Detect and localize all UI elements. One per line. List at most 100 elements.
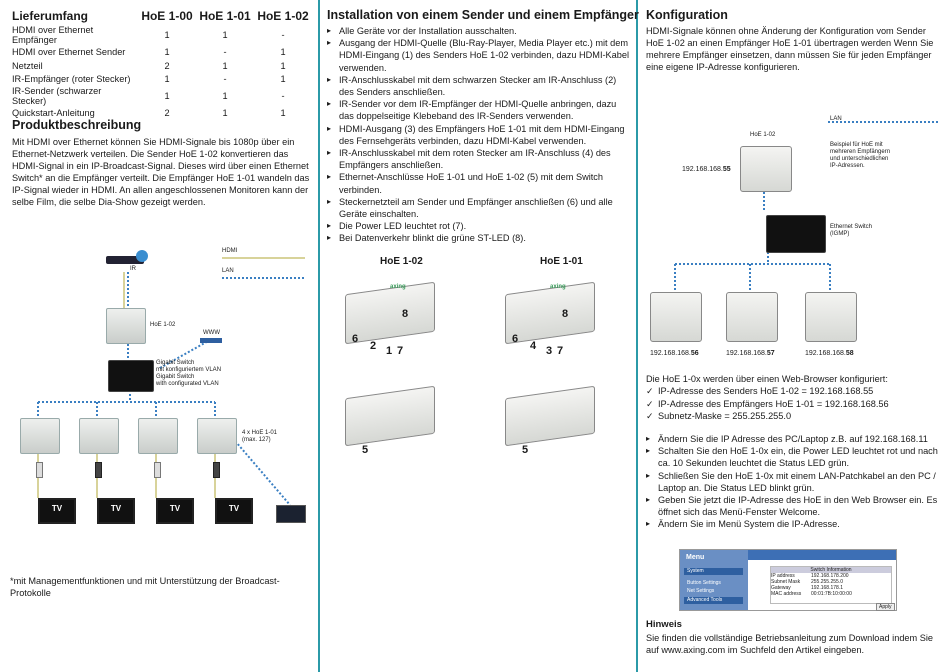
router-icon xyxy=(200,338,222,343)
receiver-device xyxy=(20,418,60,454)
list-item: IP-Adresse des Empfängers HoE 1-01 = 192… xyxy=(646,398,942,411)
globe-icon xyxy=(136,250,148,262)
ip-receiver-1: 192.168.168.56 xyxy=(650,350,699,357)
callout-6: 6 xyxy=(512,333,519,345)
web-menu-screenshot: Menu System Button Settings Net Settings… xyxy=(679,549,897,611)
list-item: IP-Adresse des Senders HoE 1-02 = 192.16… xyxy=(646,385,942,398)
sender-label: HoE 1-02 xyxy=(750,132,776,138)
sender-device xyxy=(106,308,146,344)
www-label: WWW xyxy=(203,330,220,336)
sender-device xyxy=(740,146,792,192)
note-text: Sie finden die vollständige Betriebsanle… xyxy=(646,633,934,655)
footnote: *mit Managementfunktionen und mit Unters… xyxy=(10,576,280,598)
remote-icon xyxy=(95,462,102,478)
list-item: HDMI-Ausgang (3) des Empfängers HoE 1-01… xyxy=(327,123,630,147)
list-item: Alle Geräte vor der Installation ausscha… xyxy=(327,25,630,37)
receiver-device xyxy=(138,418,178,454)
config-checks: IP-Adresse des Senders HoE 1-02 = 192.16… xyxy=(646,385,942,423)
bluray-player xyxy=(106,256,144,264)
callout-5: 5 xyxy=(362,444,369,456)
scope-heading: Lieferumfang xyxy=(12,9,89,23)
list-item: IR-Sender vor dem IR-Empfänger der HDMI-… xyxy=(327,98,630,122)
config-intro: HDMI-Signale können ohne Änderung der Ko… xyxy=(646,26,934,72)
list-item: Subnetz-Maske = 255.255.255.0 xyxy=(646,410,942,423)
callout-8: 8 xyxy=(562,308,569,320)
browser-intro: Die HoE 1-0x werden über einen Web-Brows… xyxy=(646,374,888,384)
config-diagram-lines xyxy=(674,121,940,292)
receiver-device xyxy=(650,292,702,342)
receiver-device xyxy=(197,418,237,454)
ir-label: IR xyxy=(130,266,136,272)
gigabit-switch xyxy=(108,360,154,392)
col-hoe-102: HoE 1-02 xyxy=(257,9,309,23)
callout-8: 8 xyxy=(402,308,409,320)
sender-device-front xyxy=(345,281,435,345)
menu-item-system[interactable]: System xyxy=(684,568,743,575)
laptop-icon xyxy=(276,505,306,523)
callout-1: 1 xyxy=(386,345,393,357)
list-item: Schalten Sie den HoE 1-0x ein, die Power… xyxy=(646,445,942,469)
network-diagram-right: LAN HoE 1-02 Beispiel für HoE mit mehrer… xyxy=(640,112,950,367)
ip-sender: 192.168.168.55 xyxy=(682,166,731,173)
column-divider-right xyxy=(636,0,638,672)
scope-table: Lieferumfang HoE 1-00 HoE 1-01 HoE 1-02 … xyxy=(12,9,312,120)
menu-item-button-settings[interactable]: Button Settings xyxy=(687,580,721,586)
legend-lan-label: LAN xyxy=(222,268,234,274)
col-hoe-100: HoE 1-00 xyxy=(141,9,193,23)
list-item: IR-Anschlusskabel mit dem roten Stecker … xyxy=(327,147,630,171)
callout-6: 6 xyxy=(352,333,359,345)
sender-label: HoE 1-02 xyxy=(150,322,176,328)
install-steps: Alle Geräte vor der Installation ausscha… xyxy=(327,25,630,245)
callout-4: 4 xyxy=(530,340,537,352)
list-item: Schließen Sie den HoE 1-0x mit einem LAN… xyxy=(646,470,942,494)
menu-title: Menu xyxy=(686,554,705,561)
callout-2: 2 xyxy=(370,340,377,352)
callout-7: 7 xyxy=(557,345,564,357)
remote-icon xyxy=(213,462,220,478)
tv-monitor: TV xyxy=(215,498,253,524)
config-steps: Ändern Sie die IP Adresse des PC/Laptop … xyxy=(646,433,942,531)
brand-logo: axing xyxy=(390,284,406,290)
table-row: IR-Empfänger (roter Stecker)1-1 xyxy=(12,74,286,85)
list-item: Steckernetzteil am Sender und Empfänger … xyxy=(327,196,630,220)
col-hoe-101: HoE 1-01 xyxy=(199,9,251,23)
receiver-device-front xyxy=(505,281,595,345)
list-item: Die Power LED leuchtet rot (7). xyxy=(327,220,630,232)
legend-hdmi-label: HDMI xyxy=(222,248,238,254)
remote-icon xyxy=(36,462,43,478)
menu-item-advanced-tools[interactable]: Advanced Tools xyxy=(684,597,743,604)
info-title: Switch Information xyxy=(771,567,891,573)
list-item: Ethernet-Anschlüsse HoE 1-01 und HoE 1-0… xyxy=(327,171,630,195)
example-caption: Beispiel für HoE mit mehreren Empfängern… xyxy=(830,142,891,169)
receivers-caption: 4 x HoE 1-01 (max. 127) xyxy=(242,430,278,443)
switch-caption: Gigabit Switch mit konfiguriertem VLAN G… xyxy=(156,360,222,387)
install-heading: Installation von einem Sender und einem … xyxy=(327,8,639,22)
apply-button[interactable]: Apply xyxy=(876,603,895,611)
menu-sidebar: Menu System Button Settings Net Settings… xyxy=(680,550,748,610)
product-heading: Produktbeschreibung xyxy=(12,118,142,132)
device-label-receiver: HoE 1-01 xyxy=(540,256,583,267)
callout-5: 5 xyxy=(522,444,529,456)
config-heading: Konfiguration xyxy=(646,8,728,22)
network-diagram-left: HDMI LAN IR HoE 1-02 WWW Gigabit Switch … xyxy=(0,240,318,530)
menu-item-net-settings[interactable]: Net Settings xyxy=(687,588,715,594)
ip-receiver-2: 192.168.168.57 xyxy=(726,350,775,357)
list-item: Ausgang der HDMI-Quelle (Blu-Ray-Player,… xyxy=(327,37,630,74)
tv-monitor: TV xyxy=(156,498,194,524)
list-item: Ändern Sie die IP Adresse des PC/Laptop … xyxy=(646,433,942,445)
list-item: Bei Datenverkehr blinkt die grüne ST-LED… xyxy=(327,232,630,244)
product-text: Mit HDMI over Ethernet können Sie HDMI-S… xyxy=(12,137,310,207)
brand-logo: axing xyxy=(550,284,566,290)
callout-3: 3 xyxy=(546,345,553,357)
receiver-device xyxy=(726,292,778,342)
tv-monitor: TV xyxy=(97,498,135,524)
